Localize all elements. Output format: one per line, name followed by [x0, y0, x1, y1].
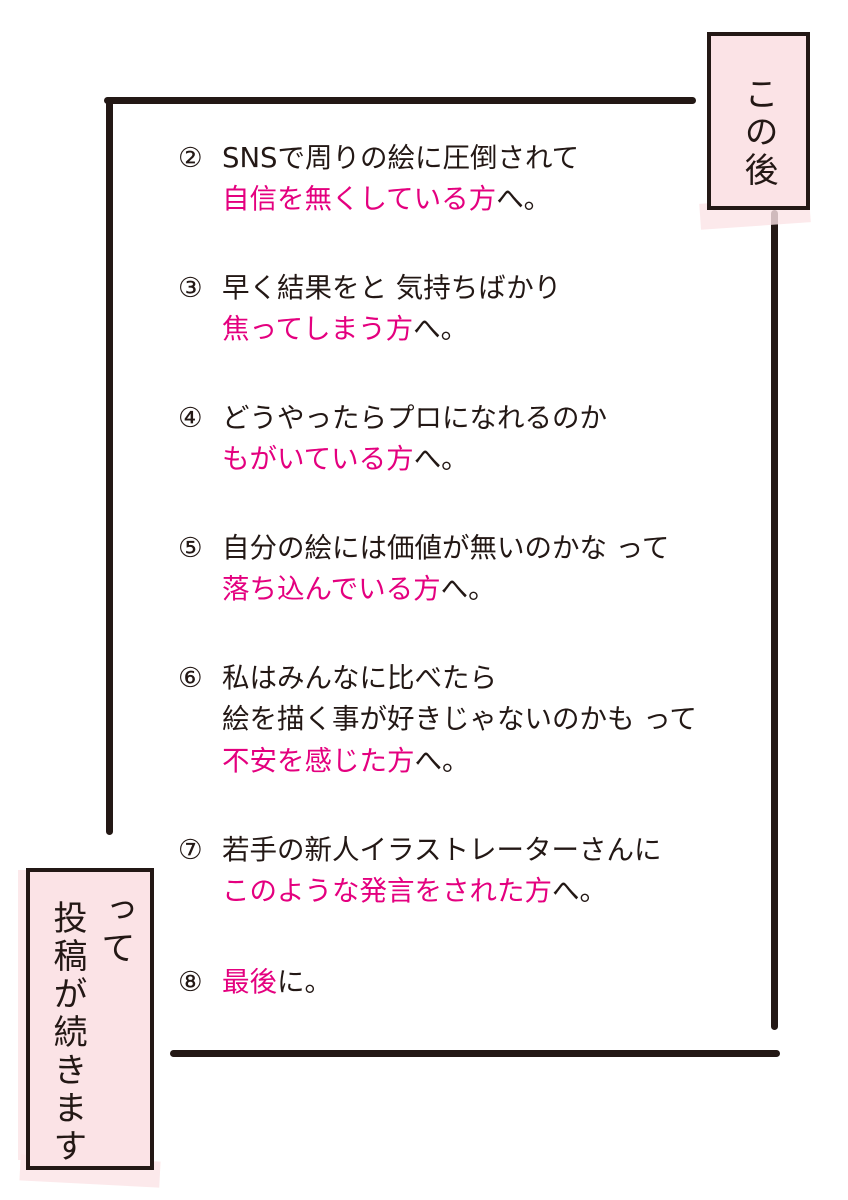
tag-top: この後 — [707, 32, 810, 210]
highlight-text: 焦ってしまう方 — [222, 313, 414, 346]
highlight-text: もがいている方 — [222, 443, 414, 476]
frame-top-line — [104, 97, 696, 104]
item-highlight-line: このような発言をされた方へ。 — [222, 875, 607, 908]
item-number: ⑧ — [178, 966, 203, 998]
highlight-text: 落ち込んでいる方 — [222, 573, 441, 606]
item-number: ② — [178, 142, 203, 174]
item-line2: 絵を描く事が好きじゃないのかも って — [222, 703, 697, 736]
item-highlight-line: もがいている方へ。 — [222, 443, 469, 476]
tag-top-text: この後 — [738, 76, 778, 190]
frame-bottom-line — [170, 1050, 780, 1057]
frame-left-line — [106, 97, 113, 835]
tag-bottom-line1: って — [95, 892, 135, 968]
highlight-text: 自信を無くしている方 — [222, 183, 497, 216]
item-highlight-line: 不安を感じた方へ。 — [222, 744, 470, 777]
item-number: ⑥ — [178, 662, 203, 694]
frame-right-line — [771, 210, 778, 1030]
tag-bottom: って 投稿が続きます — [26, 868, 154, 1170]
highlight-text: このような発言をされた方 — [222, 875, 552, 908]
item-highlight-line: 焦ってしまう方へ。 — [222, 313, 469, 346]
item-number: ③ — [178, 272, 203, 304]
item-highlight-line: 自信を無くしている方へ。 — [222, 183, 552, 216]
highlight-text: 最後 — [222, 966, 277, 998]
highlight-text: 不安を感じた方 — [222, 744, 415, 777]
item-number: ④ — [178, 402, 203, 434]
item-highlight-line: 落ち込んでいる方へ。 — [222, 573, 496, 606]
tag-bottom-line2: 投稿が続きます — [47, 900, 87, 1166]
item-number: ⑦ — [178, 834, 203, 866]
item-number: ⑤ — [178, 532, 203, 564]
